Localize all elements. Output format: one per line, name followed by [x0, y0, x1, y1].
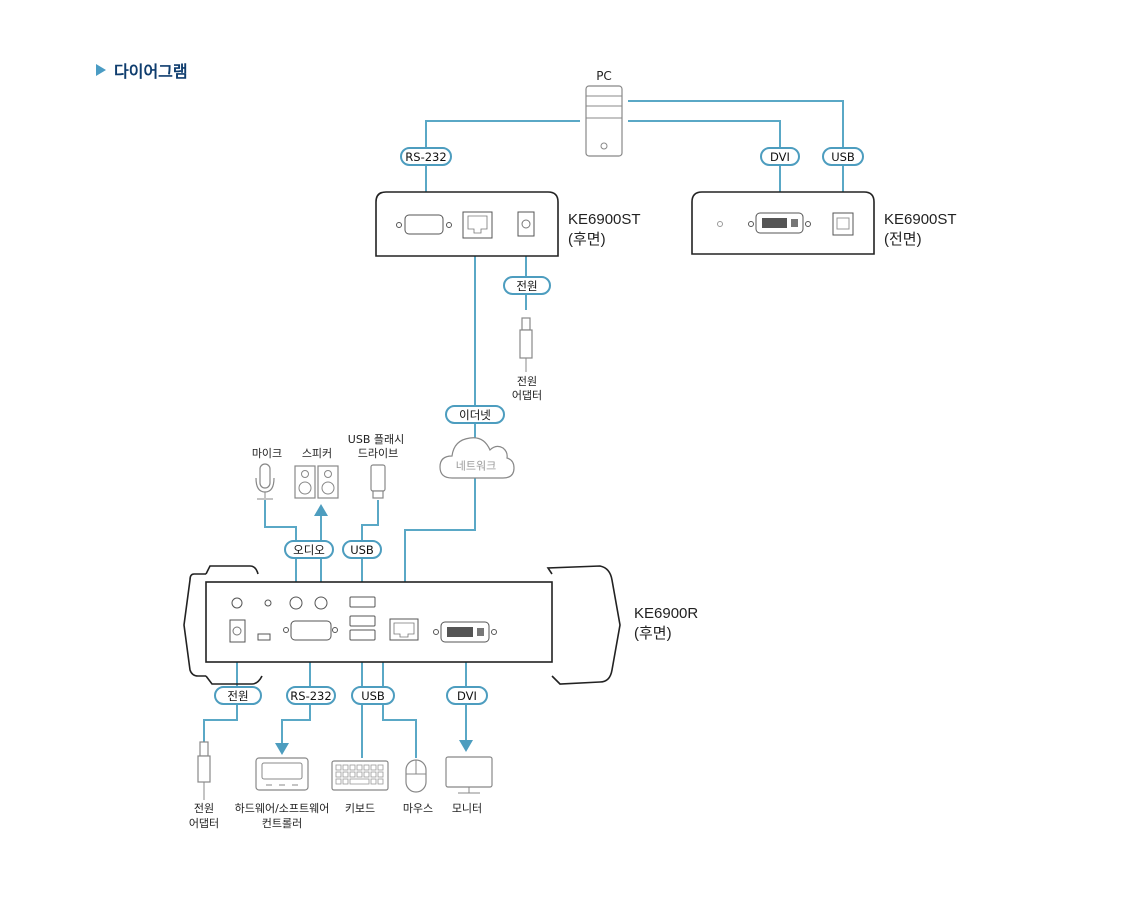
controller: 하드웨어/소프트웨어 컨트롤러: [235, 757, 330, 830]
cable-rx-power: [203, 642, 238, 742]
network-cloud: 네트워크: [439, 437, 515, 479]
diagram-title: 다이어그램: [114, 62, 188, 81]
tx-power-adapter-line1: 전원: [517, 375, 537, 388]
transmitter-rear-side: (후면): [568, 231, 606, 248]
monitor-label: 모니터: [452, 802, 482, 815]
usb-a-port-top-icon: [349, 596, 376, 608]
rs232-port-icon: [404, 214, 444, 235]
pill-pc-dvi-text: DVI: [770, 150, 790, 164]
transmitter-front-name: KE6900ST: [884, 211, 957, 228]
rx-power-adapter: 전원 어댑터: [189, 741, 219, 830]
transmitter-rear: KE6900ST (후면): [375, 191, 641, 257]
pill-pc-rs232-text: RS-232: [405, 150, 446, 164]
pill-rx-usb-flash: USB: [342, 540, 382, 559]
receiver-name: KE6900R: [634, 605, 698, 622]
pc-tower-icon: [585, 85, 623, 157]
pill-rx-power-text: 전원: [227, 689, 248, 703]
pill-ethernet-text: 이더넷: [459, 408, 491, 422]
tx-power-plug-tip: [521, 317, 531, 331]
pc-power-icon: [600, 142, 608, 150]
usb-flash-line2: 드라이브: [358, 447, 398, 460]
pill-rx-usb: USB: [351, 686, 395, 705]
transmitter-front-side: (전면): [884, 231, 922, 248]
pill-rx-rs232-text: RS-232: [290, 689, 331, 703]
cable-pc-rs232: [425, 120, 580, 200]
pill-rx-dvi: DVI: [446, 686, 488, 705]
receiver-right-handle: [546, 565, 621, 685]
monitor: 모니터: [445, 756, 493, 815]
pill-audio-text: 오디오: [293, 543, 325, 557]
arrow-rs232-controller: [275, 743, 289, 755]
mic-jack-icon: [289, 596, 303, 610]
pill-pc-usb-text: USB: [831, 150, 855, 164]
rx-rj45-port-icon: [389, 618, 419, 641]
cable-pc-usb: [628, 100, 844, 207]
cable-rx-rs232: [281, 640, 311, 745]
pill-pc-usb: USB: [822, 147, 864, 166]
pill-rx-dvi-text: DVI: [457, 689, 477, 703]
mic-label: 마이크: [252, 447, 282, 460]
rx-power-adapter-line1: 전원: [194, 802, 214, 815]
receiver-rear: KE6900R (후면): [183, 565, 698, 685]
tx-power-adapter: 전원 어댑터: [512, 317, 542, 402]
usb-b-port-icon: [832, 212, 854, 236]
rx-power-adapter-line2: 어댑터: [189, 817, 219, 830]
usb-flash-drive: USB 플래시 드라이브: [348, 433, 404, 499]
receiver-chassis: [205, 581, 553, 663]
cable-usb-flash: [361, 500, 379, 595]
arrow-audio-speaker: [314, 504, 328, 516]
rx-rs232-port-icon: [290, 620, 332, 641]
usb-a-port-mid-icon: [349, 615, 376, 627]
receiver-side: (후면): [634, 625, 672, 642]
network-label: 네트워크: [456, 460, 496, 473]
mic: 마이크: [252, 447, 282, 500]
speaker: 스피커: [294, 447, 339, 499]
pill-rx-usb-flash-text: USB: [350, 543, 374, 557]
pill-audio: 오디오: [284, 540, 334, 559]
cable-pc-dvi: [628, 120, 781, 200]
triangle-bullet-icon: [96, 64, 106, 76]
pill-rx-rs232: RS-232: [286, 686, 336, 705]
transmitter-front: KE6900ST (전면): [691, 191, 957, 255]
pill-rx-power: 전원: [214, 686, 262, 705]
tx-power-adapter-line2: 어댑터: [512, 389, 542, 402]
mouse-label: 마우스: [403, 802, 433, 815]
keyboard: 키보드: [331, 760, 389, 815]
pill-pc-rs232: RS-232: [400, 147, 452, 166]
pc-tower: PC: [585, 69, 623, 157]
pill-tx-power: 전원: [503, 276, 551, 295]
dip-switch-icon: [257, 633, 271, 641]
speaker-jack-icon: [314, 596, 328, 610]
pill-tx-power-text: 전원: [516, 279, 537, 293]
pill-pc-dvi: DVI: [760, 147, 800, 166]
pill-rx-usb-text: USB: [361, 689, 385, 703]
receiver-left-handle: [183, 573, 206, 677]
keyboard-label: 키보드: [345, 802, 375, 815]
controller-line2: 컨트롤러: [262, 817, 302, 830]
monitor-icon: [445, 756, 493, 788]
diagram-heading: 다이어그램: [96, 58, 188, 82]
mouse: 마우스: [403, 759, 433, 815]
transmitter-rear-name: KE6900ST: [568, 211, 641, 228]
usb-a-port-bottom-icon: [349, 629, 376, 641]
controller-line1: 하드웨어/소프트웨어: [235, 801, 330, 815]
tx-power-plug-icon: [519, 329, 533, 359]
usb-flash-icon: [370, 464, 386, 492]
keyboard-icon: [331, 760, 389, 791]
controller-icon: [255, 757, 309, 791]
speaker-label: 스피커: [302, 447, 332, 460]
arrow-dvi-monitor: [459, 740, 473, 752]
mic-icon: [259, 463, 271, 489]
pill-ethernet: 이더넷: [445, 405, 505, 424]
pc-label: PC: [596, 69, 612, 83]
usb-flash-line1: USB 플래시: [348, 433, 404, 446]
cloud-icon: [439, 437, 515, 479]
rx-power-plug-tip: [199, 741, 209, 757]
ground-terminal-icon: [231, 597, 243, 609]
rx-power-plug-icon: [197, 755, 211, 783]
cable-network-rx: [404, 478, 476, 619]
